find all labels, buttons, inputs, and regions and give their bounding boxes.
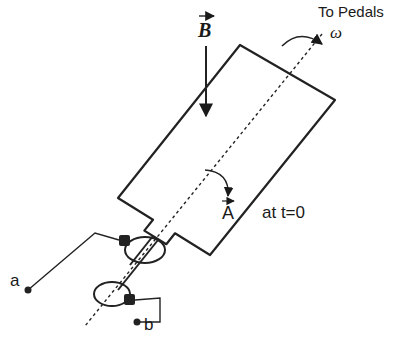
field-arrow: [205, 46, 207, 116]
rotation-axis: [85, 34, 322, 326]
terminal-dot: [134, 319, 141, 326]
label: A: [222, 204, 234, 222]
area-arrow: [205, 170, 228, 196]
label: b: [144, 316, 153, 333]
coil-lead: [118, 240, 158, 290]
label: ω: [330, 24, 342, 41]
terminal-dot: [25, 287, 32, 294]
brush: [119, 235, 130, 246]
brush: [124, 294, 135, 305]
label: B: [198, 20, 211, 40]
vector-arrow: [199, 15, 214, 16]
vector-arrow: [222, 200, 234, 201]
wire: [28, 233, 119, 290]
label: To Pedals: [318, 4, 384, 19]
slip-ring: [125, 237, 165, 263]
label: at t=0: [262, 204, 305, 221]
rotation-arrow: [282, 36, 322, 46]
label: a: [10, 272, 19, 289]
coil-loop: [118, 45, 335, 255]
